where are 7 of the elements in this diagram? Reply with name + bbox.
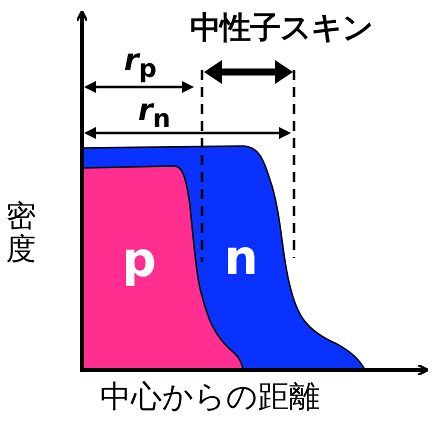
skin-label: 中性子スキン (190, 13, 373, 44)
region-label: n (224, 234, 258, 282)
radius-label: r$_{n}$ (138, 96, 171, 131)
axis-title: 中心からの距離 (100, 382, 320, 413)
radius-label: r$_{p}$ (124, 46, 157, 81)
axis-title: 密度 (6, 200, 36, 266)
region-label: p (122, 236, 156, 284)
